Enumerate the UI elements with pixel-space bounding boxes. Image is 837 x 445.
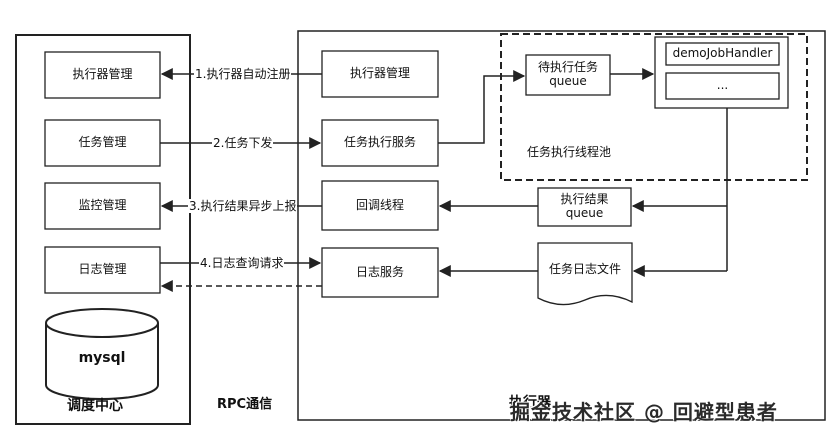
scheduler-monitor-mgmt-box <box>44 182 161 230</box>
task-service-box <box>321 119 439 167</box>
scheduler-executor-mgmt-label: 执行器管理 <box>72 67 133 82</box>
handler-more-label: ... <box>716 78 729 93</box>
rpc-title: RPC通信 <box>217 397 273 412</box>
log-file-shape <box>537 242 633 306</box>
task-service-label: 任务执行服务 <box>343 135 416 150</box>
scheduler-title: 调度中心 <box>67 398 123 414</box>
executor-container <box>297 30 826 421</box>
executor-mgmt-box <box>321 50 439 98</box>
scheduler-task-mgmt-box <box>44 119 161 167</box>
mysql-cylinder <box>45 308 159 400</box>
arrow-report-label: 3.执行结果异步上报 <box>188 199 298 213</box>
result-queue-label: 执行结果 queue <box>560 192 609 220</box>
log-service-label: 日志服务 <box>355 264 404 279</box>
arrow-log-query-label: 4.日志查询请求 <box>199 256 285 270</box>
handler-more-box <box>665 72 780 100</box>
log-service-box <box>321 247 439 298</box>
thread-pool-label: 任务执行线程池 <box>527 145 612 159</box>
handler-box <box>665 42 780 66</box>
handler-label: demoJobHandler <box>672 46 773 61</box>
thread-pool-container <box>500 33 808 181</box>
executor-mgmt-label: 执行器管理 <box>349 66 410 81</box>
scheduler-monitor-mgmt-label: 监控管理 <box>78 198 127 213</box>
scheduler-task-mgmt-label: 任务管理 <box>78 135 127 150</box>
pending-queue-label: 待执行任务 queue <box>537 60 598 88</box>
arrow-dispatch-label: 2.任务下发 <box>212 136 274 150</box>
scheduler-log-mgmt-box <box>44 246 161 294</box>
result-queue-box <box>537 187 632 227</box>
watermark: 掘金技术社区 @ 回避型患者 <box>510 400 778 424</box>
pending-queue-box <box>525 54 611 96</box>
arrow-task-to-queue <box>438 70 526 144</box>
scheduler-executor-mgmt-box <box>44 51 161 99</box>
log-file-label: 任务日志文件 <box>548 262 621 277</box>
executor-title: 执行器 <box>509 395 551 411</box>
callback-label: 回调线程 <box>355 197 404 212</box>
scheduler-log-mgmt-label: 日志管理 <box>78 262 127 277</box>
arrow-register-label: 1.执行器自动注册 <box>194 67 292 81</box>
scheduler-container <box>15 34 191 425</box>
callback-box <box>321 180 439 231</box>
mysql-label: mysql <box>78 349 126 366</box>
